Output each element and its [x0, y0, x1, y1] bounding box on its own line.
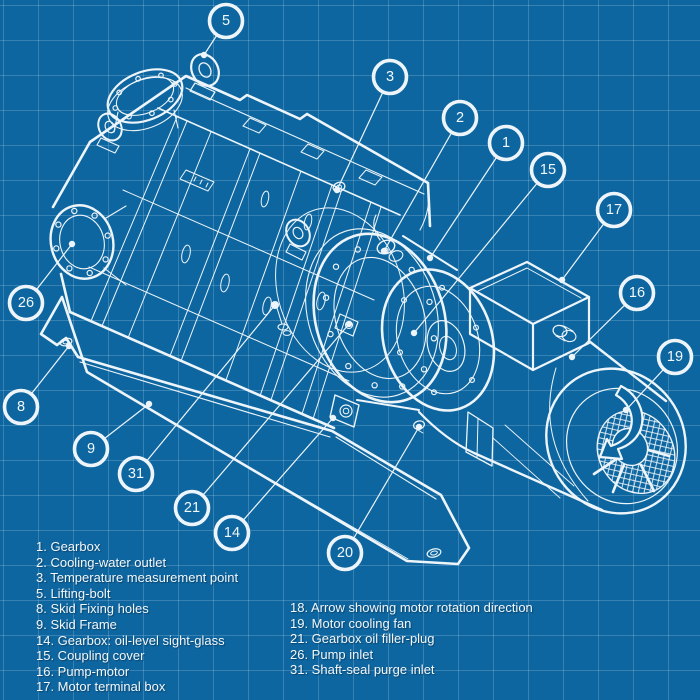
leader-line-2: [383, 117, 461, 252]
callout-number-2: 2: [456, 110, 464, 126]
legend-item-8: 8. Skid Fixing holes: [36, 601, 149, 617]
legend-item-19: 19. Motor cooling fan: [290, 615, 412, 631]
leader-line-31: [135, 304, 276, 475]
legend-item-15: 15. Coupling cover: [36, 648, 145, 664]
leader-line-20: [344, 426, 420, 554]
legend-item-2: 2. Cooling-water outlet: [36, 554, 167, 570]
callout-number-20: 20: [337, 545, 353, 561]
gearbox: [51, 74, 432, 430]
legend-item-31: 31. Shaft-seal purge inlet: [290, 662, 435, 678]
callout-number-9: 9: [87, 441, 95, 457]
callout-5: 5: [207, 2, 245, 40]
leader-dot-26: [68, 240, 76, 248]
callout-number-14: 14: [224, 525, 240, 541]
motor-terminal-box: [468, 260, 591, 372]
leader-dot-3: [333, 186, 341, 194]
leader-dot-5: [200, 51, 208, 59]
leader-dot-17: [558, 276, 566, 284]
legend-item-3: 3. Temperature measurement point: [36, 570, 239, 586]
lifting-bolt: [96, 112, 123, 154]
shaft-seal-purge-inlet: [271, 301, 292, 336]
legend-item-17: 17. Motor terminal box: [36, 679, 166, 695]
legend-item-16: 16. Pump-motor: [36, 663, 130, 679]
leader-line-15: [413, 169, 549, 334]
leader-dot-19: [622, 406, 630, 414]
callout-20: 20: [326, 534, 364, 572]
callout-21: 21: [173, 489, 211, 527]
top-cover-flange: [106, 68, 184, 133]
cover-bolts: [397, 284, 480, 396]
callout-14: 14: [213, 514, 251, 552]
callout-number-17: 17: [606, 202, 622, 218]
legend-item-9: 9. Skid Frame: [36, 616, 117, 632]
callout-17: 17: [595, 191, 633, 229]
callout-number-21: 21: [184, 500, 200, 516]
callout-2: 2: [441, 99, 479, 137]
callout-3: 3: [371, 58, 409, 96]
legend-item-1: 1. Gearbox: [36, 539, 101, 554]
legend-item-14: 14. Gearbox: oil-level sight-glass: [36, 632, 225, 648]
callout-number-19: 19: [667, 349, 683, 365]
nameplate: [179, 169, 215, 192]
coupling-cover: [356, 235, 496, 467]
leader-dot-21: [345, 320, 353, 328]
leader-dot-20: [415, 423, 423, 431]
callout-26: 26: [7, 284, 45, 322]
callout-16: 16: [618, 274, 656, 312]
lifting-bolt: [285, 218, 311, 261]
flange-bolts: [112, 72, 178, 120]
leader-line-3: [336, 76, 391, 191]
lifting-bolt: [189, 53, 220, 101]
callout-number-16: 16: [629, 285, 645, 301]
callout-19: 19: [656, 338, 694, 376]
legend-item-5: 5. Lifting-bolt: [36, 585, 111, 601]
fan-spokes: [592, 448, 671, 494]
legend-item-26: 26. Pump inlet: [290, 646, 374, 662]
skid-frame: [39, 295, 471, 566]
callout-number-15: 15: [540, 162, 556, 178]
oil-level-sight-glass: [329, 394, 360, 428]
legend-item-18: 18. Arrow showing motor rotation directi…: [290, 600, 533, 615]
callout-number-5: 5: [222, 13, 230, 29]
leader-line-21: [191, 323, 350, 509]
callout-15: 15: [529, 151, 567, 189]
callout-9: 9: [72, 430, 110, 468]
callout-number-1: 1: [502, 135, 510, 151]
leader-dot-16: [568, 353, 576, 361]
callout-number-8: 8: [17, 399, 25, 415]
leader-line-1: [429, 142, 507, 259]
lifting-bolts: [96, 53, 311, 261]
output-flange: [305, 228, 448, 404]
leader-dot-15: [410, 329, 418, 337]
callout-1: 1: [487, 124, 525, 162]
leader-dot-31: [271, 301, 279, 309]
callout-number-31: 31: [128, 466, 144, 482]
leader-dot-8: [65, 342, 73, 350]
flange-bolts: [322, 246, 438, 390]
leader-dot-14: [329, 414, 337, 422]
legend-right-column: 18. Arrow showing motor rotation directi…: [290, 600, 533, 678]
flange-bolts: [53, 207, 111, 277]
callout-number-3: 3: [386, 69, 394, 85]
conduit-hole: [552, 324, 568, 338]
leader-dot-9: [145, 400, 153, 408]
leader-dot-1: [426, 254, 434, 262]
pump-inlet-flange: [49, 204, 127, 286]
callout-8: 8: [2, 388, 40, 426]
callout-number-26: 26: [18, 295, 34, 311]
skid-fixing-hole: [426, 548, 442, 558]
leader-line-14: [231, 417, 334, 534]
leader-dot-2: [380, 247, 388, 255]
motor-cooling-fan: [545, 367, 687, 515]
support-bracket: [465, 411, 494, 467]
legend-item-21: 21. Gearbox oil filler-plug: [290, 631, 435, 647]
callout-31: 31: [117, 455, 155, 493]
fittings: [271, 181, 426, 434]
cooling-water-outlet: [373, 214, 404, 262]
